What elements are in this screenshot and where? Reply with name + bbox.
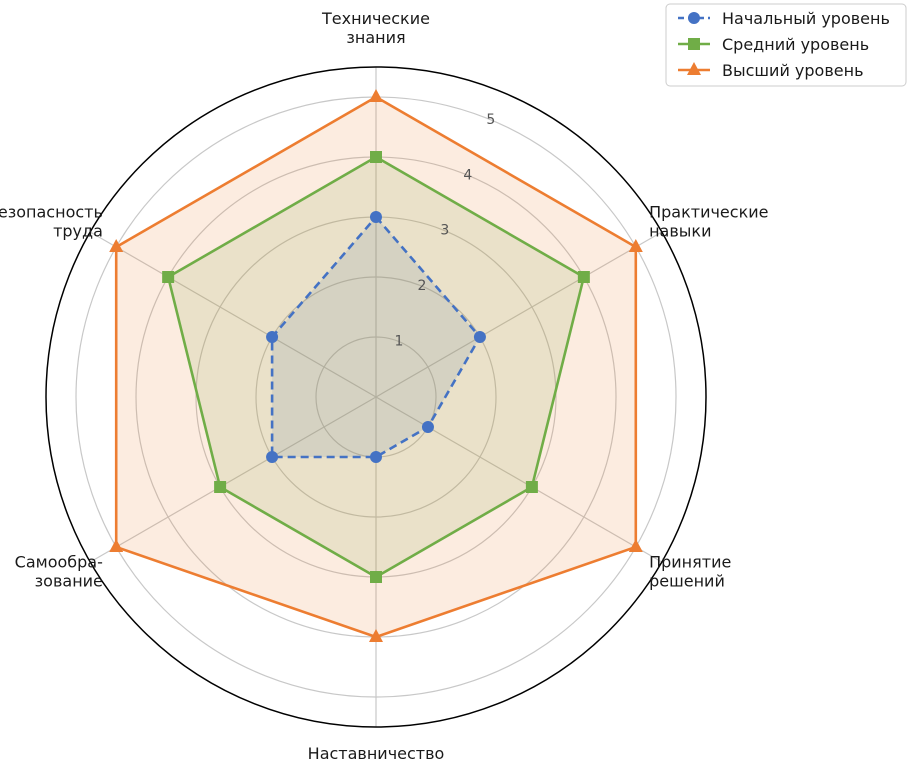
grid-spoke: [89, 231, 377, 398]
radial-tick-label: 2: [417, 278, 426, 294]
data-point: [421, 421, 434, 433]
data-point: [473, 331, 486, 343]
data-point: [628, 239, 643, 252]
radial-tick-label: 5: [486, 112, 495, 128]
legend-marker: [687, 62, 701, 75]
data-point: [525, 481, 538, 493]
data-point: [370, 451, 382, 463]
legend-marker: [688, 38, 700, 50]
data-point: [369, 89, 383, 102]
series-fill-0: [272, 217, 480, 457]
axis-label: Безопасностьтруда: [0, 203, 103, 241]
data-point: [370, 571, 382, 583]
data-point: [577, 271, 590, 283]
legend-marker: [688, 12, 700, 24]
data-point: [369, 629, 383, 642]
data-point: [109, 539, 124, 552]
outer-frame: [45, 66, 707, 728]
data-point: [162, 271, 175, 283]
radial-tick-label: 4: [463, 167, 472, 183]
grid-spoke: [375, 231, 663, 398]
data-point: [628, 539, 643, 552]
legend-label: Начальный уровень: [722, 9, 890, 28]
data-point: [370, 211, 382, 223]
radial-tick-label: 3: [440, 223, 449, 239]
series-fills: [116, 97, 636, 637]
data-point: [266, 331, 279, 343]
series-markers: [109, 89, 643, 642]
data-point: [370, 151, 382, 163]
data-point: [266, 451, 279, 463]
axis-label: Самообра-зование: [15, 553, 103, 591]
series-fill-2: [116, 97, 636, 637]
axis-label: Наставничество: [308, 744, 445, 763]
legend-label: Средний уровень: [722, 35, 869, 54]
series-fill-1: [168, 157, 584, 577]
legend-box: [665, 3, 907, 87]
legend-label: Высший уровень: [722, 61, 864, 80]
grid-spoke: [89, 396, 377, 563]
data-point: [109, 239, 124, 252]
radial-tick-label: 1: [395, 334, 404, 350]
data-point: [214, 481, 227, 493]
